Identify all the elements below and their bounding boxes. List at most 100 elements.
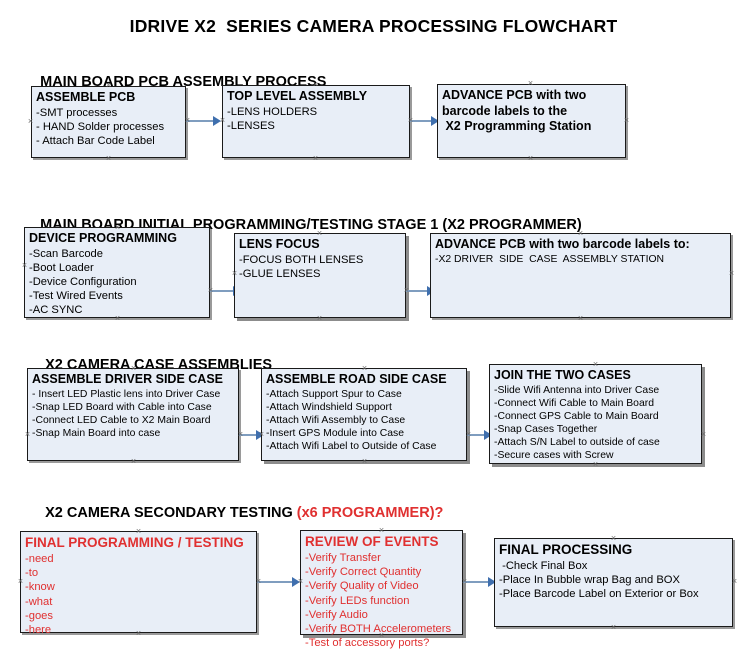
- connector-handle-source[interactable]: [461, 578, 468, 585]
- flow-box-line-overflow: -Test of accessory ports?: [305, 637, 430, 650]
- flow-box-line: -Check Final Box: [499, 560, 588, 572]
- resize-handle-top[interactable]: [105, 82, 112, 89]
- flow-box-title: ADVANCE PCB with two: [442, 88, 587, 102]
- resize-handle-bottom[interactable]: [577, 315, 584, 322]
- flow-box-line: -to: [25, 567, 39, 580]
- flow-box-title: LENS FOCUS: [239, 237, 320, 251]
- resize-handle-left[interactable]: [219, 117, 226, 124]
- resize-handle-bottom[interactable]: [105, 155, 112, 162]
- connector-handle-source[interactable]: [184, 117, 191, 124]
- flow-box-line: -Attach Wifi Label to Outside of Case: [266, 440, 437, 452]
- flow-box-line: -Verify BOTH Accelerometers: [305, 623, 452, 636]
- flow-box-lens-focus[interactable]: LENS FOCUS -FOCUS BOTH LENSES -GLUE LENS…: [234, 233, 406, 318]
- connector-handle-source[interactable]: [255, 578, 262, 585]
- resize-handle-top[interactable]: [592, 361, 599, 368]
- resize-handle-right[interactable]: [731, 578, 738, 585]
- flow-box-line: -GLUE LENSES: [239, 267, 321, 280]
- flow-box-line: -Snap Main Board into case: [32, 427, 161, 439]
- resize-handle-bottom[interactable]: [135, 630, 142, 637]
- flow-box-title: FINAL PROGRAMMING / TESTING: [25, 535, 244, 550]
- flow-box-assemble-driver-side-case[interactable]: ASSEMBLE DRIVER SIDE CASE - Insert LED P…: [27, 368, 239, 461]
- flow-box-line: -Connect LED Cable to X2 Main Board: [32, 414, 211, 426]
- flow-box-top-level-assembly[interactable]: TOP LEVEL ASSEMBLY -LENS HOLDERS -LENSES: [222, 85, 410, 158]
- connector-handle-source[interactable]: [403, 287, 410, 294]
- flow-box-line: -Device Configuration: [29, 275, 137, 288]
- resize-handle-top[interactable]: [135, 528, 142, 535]
- resize-handle-bottom[interactable]: [610, 624, 617, 631]
- resize-handle-bottom[interactable]: [527, 155, 534, 162]
- flow-box-final-processing[interactable]: FINAL PROCESSING -Check Final Box -Place…: [494, 538, 733, 627]
- flow-box-line: -FOCUS BOTH LENSES: [239, 253, 364, 266]
- flow-box-final-programming-testing[interactable]: FINAL PROGRAMMING / TESTING -need -to -k…: [20, 531, 257, 636]
- flow-box-line: -Scan Barcode: [29, 247, 104, 260]
- flow-box-assemble-pcb[interactable]: ASSEMBLE PCB -SMT processes - HAND Solde…: [31, 86, 186, 158]
- section-heading-text: X2 CAMERA SECONDARY TESTING: [45, 505, 297, 521]
- resize-handle-left[interactable]: [258, 431, 265, 438]
- resize-handle-bottom[interactable]: [312, 155, 319, 162]
- flow-box-join-the-two-cases[interactable]: JOIN THE TWO CASES -Slide Wifi Antenna i…: [489, 364, 702, 464]
- resize-handle-top[interactable]: [577, 230, 584, 237]
- resize-handle-left[interactable]: [231, 270, 238, 277]
- connector-top-level-assembly-to-advance-pcb: [410, 116, 442, 126]
- resize-handle-top[interactable]: [361, 365, 368, 372]
- flow-box-line: -LENS HOLDERS: [227, 105, 318, 118]
- flow-box-line: -Attach S/N Label to outside of case: [494, 436, 660, 448]
- flow-box-advance-pcb-programming-station[interactable]: ADVANCE PCB with two barcode labels to t…: [437, 84, 626, 158]
- connector-handle-source[interactable]: [465, 431, 472, 438]
- flow-box-advance-pcb-driver-side-case[interactable]: ADVANCE PCB with two barcode labels to: …: [430, 233, 731, 318]
- resize-handle-left[interactable]: [27, 118, 34, 125]
- connector-handle-source[interactable]: [237, 431, 244, 438]
- flow-box-line: -Verify Correct Quantity: [305, 566, 422, 579]
- resize-handle-left[interactable]: [21, 262, 28, 269]
- resize-handle-left[interactable]: [297, 578, 304, 585]
- connector-review-of-events-to-final-processing: [463, 577, 497, 587]
- connector-handle-source[interactable]: [207, 287, 214, 294]
- flow-box-title: FINAL PROCESSING: [499, 542, 633, 557]
- resize-handle-right[interactable]: [700, 431, 707, 438]
- resize-handle-top[interactable]: [378, 527, 385, 534]
- flow-box-line: -Connect Wifi Cable to Main Board: [494, 397, 654, 409]
- resize-handle-left[interactable]: [24, 431, 31, 438]
- flow-box-line: -Attach Wifi Assembly to Case: [266, 414, 406, 426]
- flow-box-line: -Place Barcode Label on Exterior or Box: [499, 588, 699, 601]
- connector-assemble-pcb-to-top-level-assembly: [186, 116, 222, 126]
- resize-handle-bottom[interactable]: [378, 632, 385, 639]
- resize-handle-bottom[interactable]: [114, 315, 121, 322]
- flow-box-line: -LENSES: [227, 119, 275, 132]
- resize-handle-top[interactable]: [312, 81, 319, 88]
- flow-box-title: DEVICE PROGRAMMING: [29, 231, 177, 245]
- resize-handle-top[interactable]: [610, 535, 617, 542]
- resize-handle-bottom[interactable]: [130, 458, 137, 465]
- flow-box-title: ASSEMBLE PCB: [36, 90, 136, 104]
- resize-handle-right[interactable]: [728, 270, 735, 277]
- resize-handle-top[interactable]: [114, 224, 121, 231]
- flow-box-line: - Attach Bar Code Label: [36, 134, 155, 147]
- flow-box-line: -Boot Loader: [29, 261, 94, 274]
- flow-box-assemble-road-side-case[interactable]: ASSEMBLE ROAD SIDE CASE -Attach Support …: [261, 368, 467, 461]
- resize-handle-left[interactable]: [17, 578, 24, 585]
- resize-handle-bottom[interactable]: [361, 458, 368, 465]
- flow-box-line: -Connect GPS Cable to Main Board: [494, 410, 659, 422]
- resize-handle-top[interactable]: [316, 230, 323, 237]
- flow-box-title: JOIN THE TWO CASES: [494, 368, 631, 382]
- resize-handle-bottom[interactable]: [592, 461, 599, 468]
- flow-box-line: -what: [25, 595, 53, 608]
- flow-box-line: -here: [25, 624, 52, 637]
- resize-handle-top[interactable]: [130, 365, 137, 372]
- flow-box-line: - HAND Solder processes: [36, 120, 165, 133]
- flow-box-line: -Verify LEDs function: [305, 594, 410, 607]
- flow-box-title: REVIEW OF EVENTS: [305, 534, 439, 549]
- resize-handle-bottom[interactable]: [316, 315, 323, 322]
- flow-box-line: -SMT processes: [36, 106, 118, 119]
- connector-handle-source[interactable]: [407, 117, 414, 124]
- resize-handle-right[interactable]: [623, 117, 630, 124]
- flow-box-title: ASSEMBLE DRIVER SIDE CASE: [32, 372, 224, 386]
- flow-box-device-programming[interactable]: DEVICE PROGRAMMING -Scan Barcode -Boot L…: [24, 227, 210, 318]
- section-heading-x2-camera-secondary-testing: X2 CAMERA SECONDARY TESTING (x6 PROGRAMM…: [29, 489, 443, 537]
- flow-box-line: -need: [25, 553, 54, 565]
- resize-handle-top[interactable]: [527, 80, 534, 87]
- flow-box-title: TOP LEVEL ASSEMBLY: [227, 89, 368, 103]
- flow-box-review-of-events[interactable]: REVIEW OF EVENTS -Verify Transfer -Verif…: [300, 530, 463, 649]
- page-title: IDRIVE X2 SERIES CAMERA PROCESSING FLOWC…: [129, 16, 618, 36]
